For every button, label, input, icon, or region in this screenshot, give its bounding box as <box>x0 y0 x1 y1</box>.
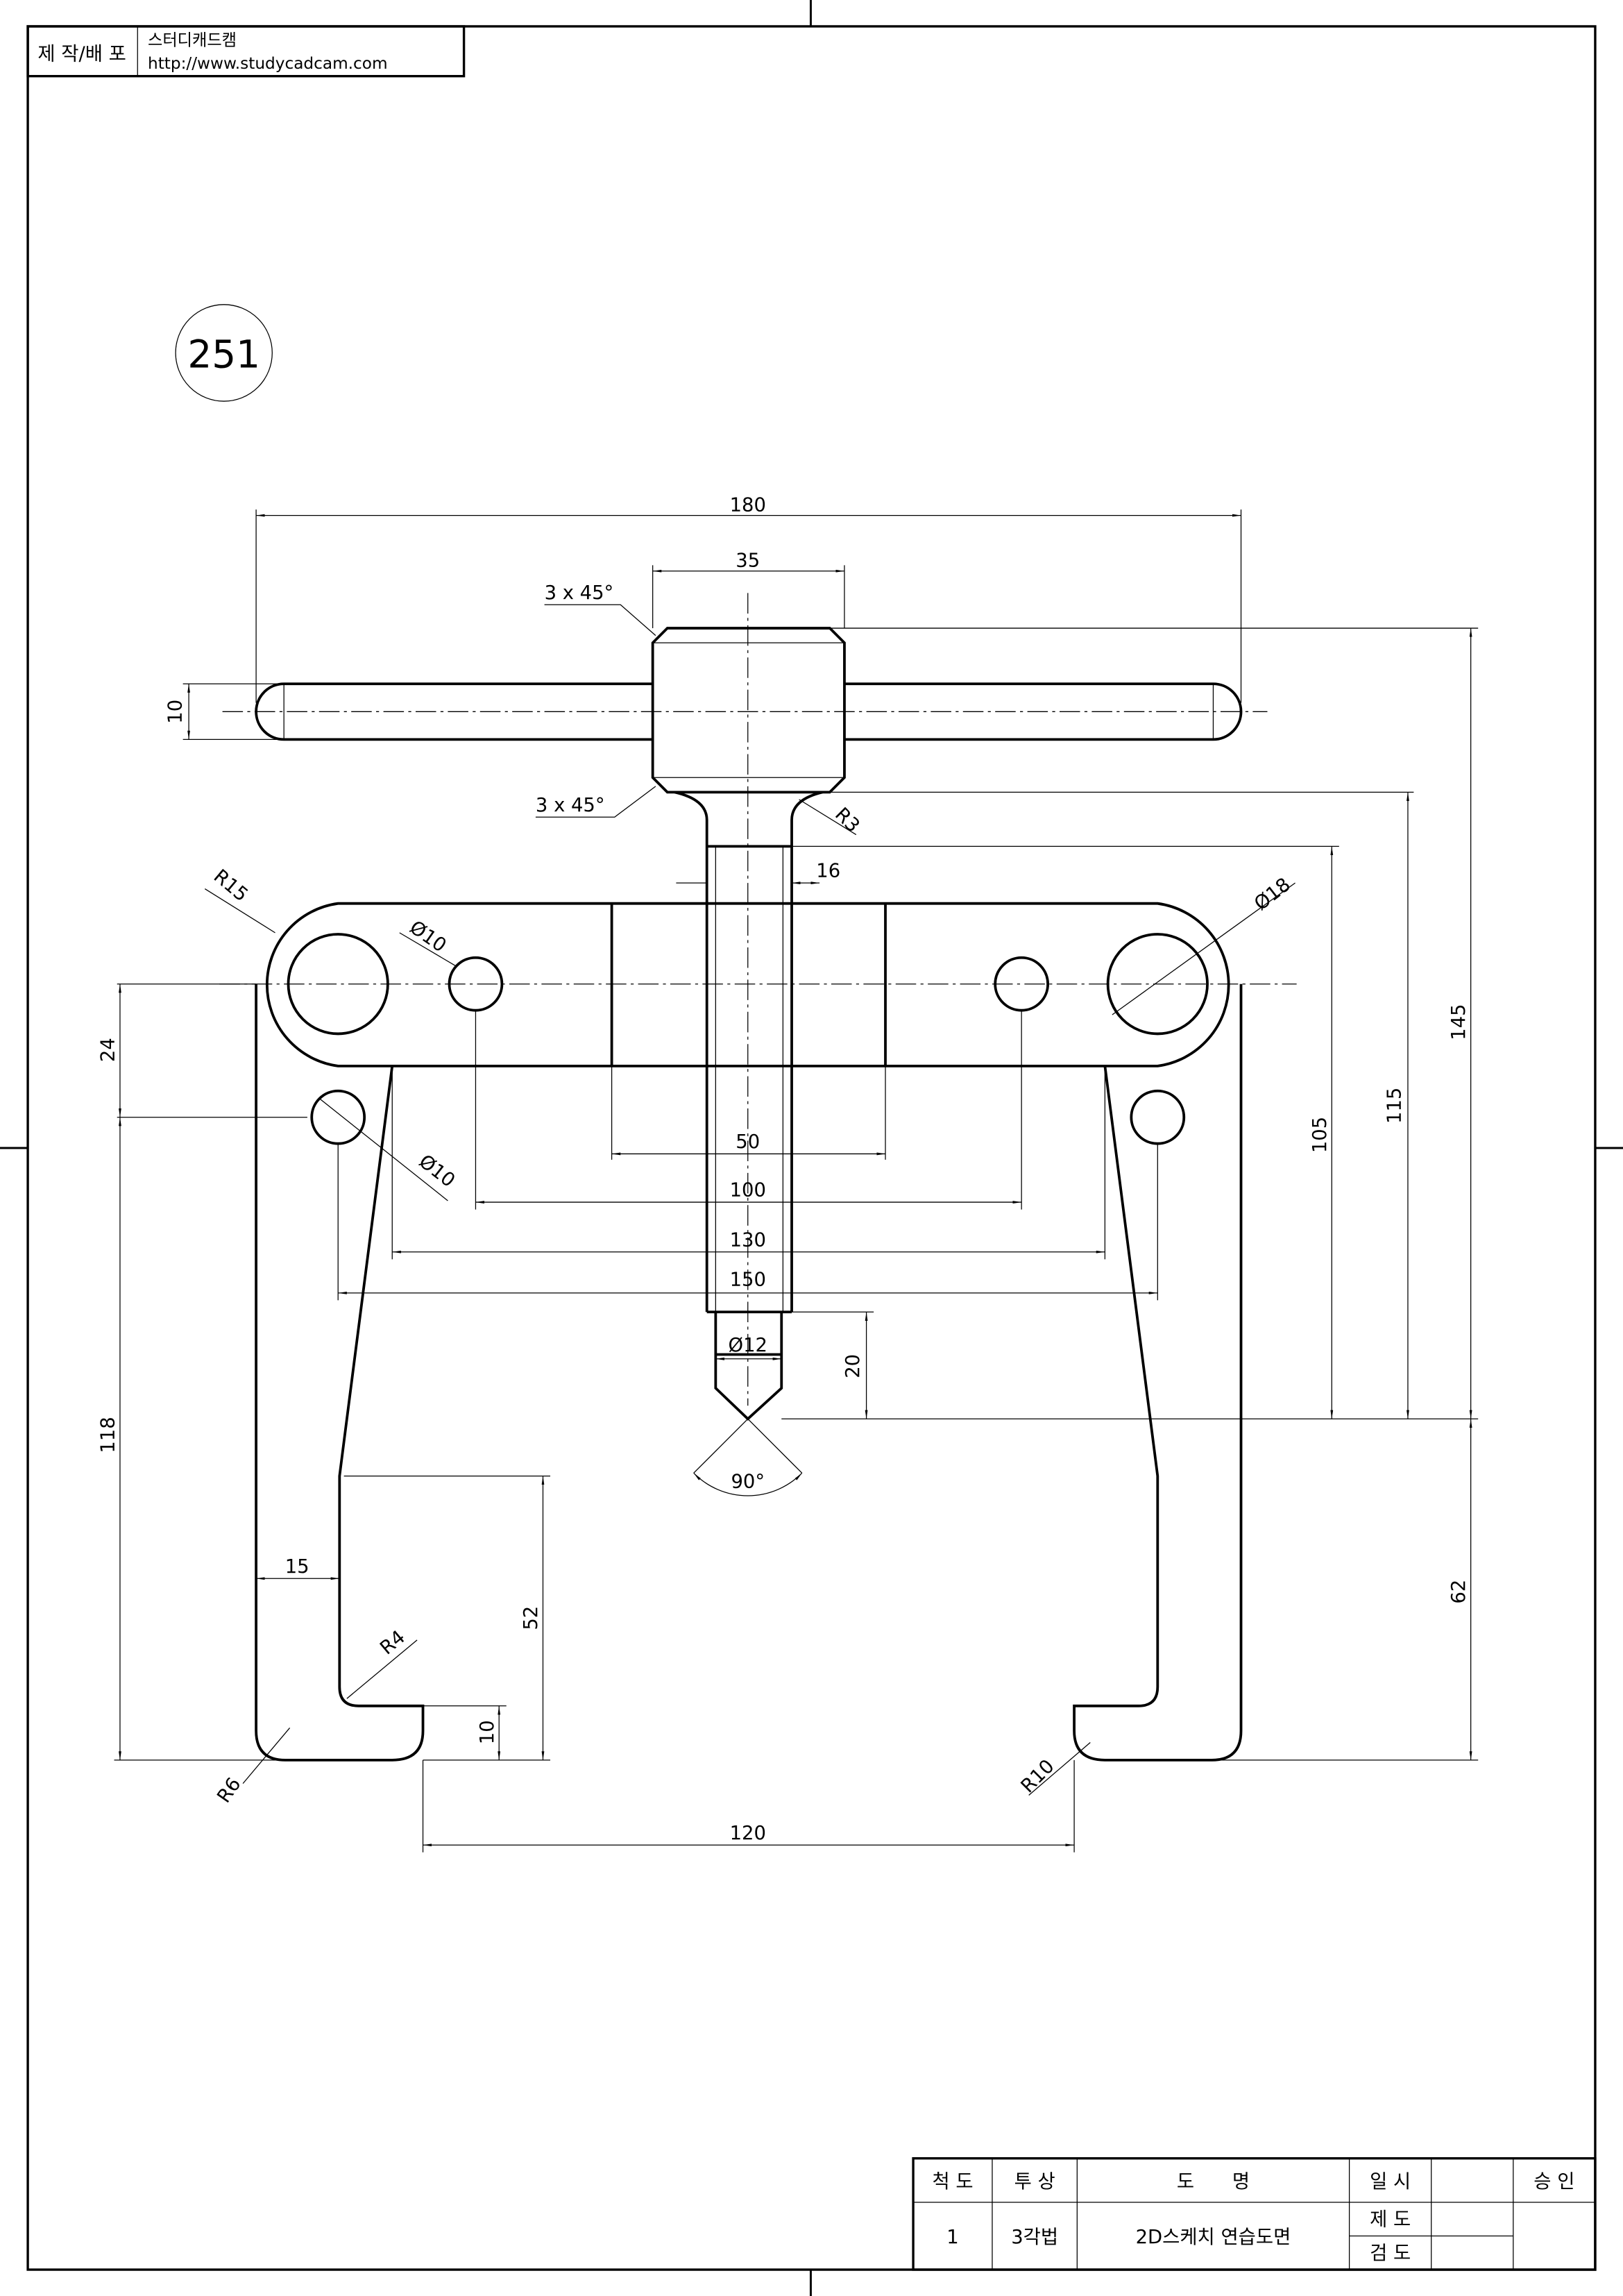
dim-r6: R6 <box>213 1774 245 1807</box>
dim-62: 62 <box>1448 1580 1470 1604</box>
t-handle <box>222 627 1268 794</box>
title-block: 척 도 투 상 도 명 일 시 승 인 1 3각법 2D스케치 연습도면 제 도… <box>912 2157 1597 2271</box>
dim-105: 105 <box>1309 1117 1331 1153</box>
dim-120: 120 <box>730 1823 766 1844</box>
dim-118: 118 <box>98 1417 119 1453</box>
dim-50: 50 <box>736 1131 760 1153</box>
dim-r15: R15 <box>210 866 252 906</box>
dim-dia12: Ø12 <box>729 1335 767 1356</box>
approval-label: 승 인 <box>1533 2171 1574 2193</box>
dim-10-handle: 10 <box>165 700 187 724</box>
dim-chamfer-bottom: 3 x 45° <box>536 795 605 816</box>
dim-150: 150 <box>730 1269 766 1290</box>
dim-35: 35 <box>736 550 760 571</box>
crossbar <box>219 902 1297 1067</box>
dim-r10: R10 <box>1017 1755 1059 1797</box>
checked-label: 검 도 <box>1370 2243 1411 2264</box>
dim-20: 20 <box>842 1354 864 1378</box>
header-url[interactable]: http://www.studycadcam.com <box>148 54 388 73</box>
dim-24: 24 <box>98 1038 119 1062</box>
dim-dia18: Ø18 <box>1250 874 1295 915</box>
dim-100: 100 <box>730 1180 766 1201</box>
screw <box>674 593 823 1421</box>
dim-r3: R3 <box>831 804 864 837</box>
dim-130: 130 <box>730 1229 766 1251</box>
dim-r4: R4 <box>376 1626 409 1659</box>
dim-10-foot: 10 <box>477 1720 498 1744</box>
header-label: 제 작/배 포 <box>37 43 126 65</box>
projection-label: 투 상 <box>1014 2171 1055 2193</box>
header-box: 제 작/배 포 스터디캐드캠 http://www.studycadcam.co… <box>26 25 466 78</box>
scale-value: 1 <box>946 2227 958 2248</box>
dim-dia10-top: Ø10 <box>406 917 450 957</box>
dim-52: 52 <box>520 1606 542 1630</box>
dim-115: 115 <box>1384 1088 1405 1124</box>
drawing-border <box>26 25 1597 2271</box>
drawing-name: 2D스케치 연습도면 <box>1136 2227 1291 2248</box>
dim-16: 16 <box>816 861 840 882</box>
drawing-number-circle <box>175 304 273 402</box>
dim-180: 180 <box>730 494 766 516</box>
projection-value: 3각법 <box>1011 2227 1058 2248</box>
dim-dia10-bottom: Ø10 <box>415 1151 459 1192</box>
dim-chamfer-top: 3 x 45° <box>545 582 614 604</box>
dim-145: 145 <box>1448 1004 1470 1040</box>
name-label: 도 명 <box>1177 2171 1250 2193</box>
dim-angle-90: 90° <box>731 1471 765 1492</box>
date-label: 일 시 <box>1370 2171 1411 2193</box>
dim-15: 15 <box>285 1556 309 1578</box>
drawn-label: 제 도 <box>1370 2209 1411 2231</box>
drawing-number: 251 <box>187 332 260 377</box>
header-company: 스터디캐드캠 <box>148 31 237 49</box>
scale-label: 척 도 <box>932 2171 973 2193</box>
dimensions: 180 35 3 x 45° 3 x 45° 10 R3 16 R15 Ø10 … <box>98 494 1479 1852</box>
